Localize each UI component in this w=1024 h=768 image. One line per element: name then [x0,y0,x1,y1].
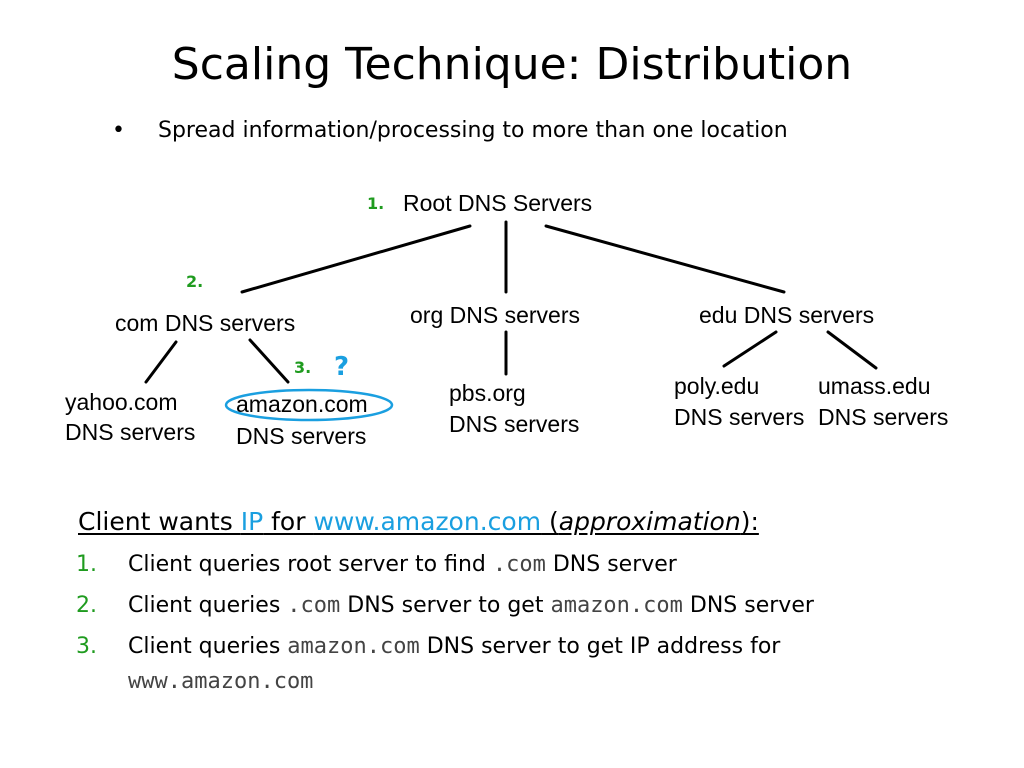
step-code: .com [287,593,341,618]
edge-edu-poly [722,330,778,368]
heading-approximation: approximation [558,507,741,536]
amazon-dns-line1: amazon.com [236,391,368,417]
edge-com-amazon [248,338,290,384]
step-number: 2. [76,593,97,618]
heading-url: www.amazon.com [313,507,542,536]
amazon-highlight-ellipse [224,388,394,422]
edge-root-com [240,224,472,294]
step-number-com: 2. [186,272,204,291]
org-dns-label: org DNS servers [410,302,580,328]
step-item-3-continuation: www.amazon.com [128,667,313,697]
step-code: amazon.com [287,634,420,659]
step-text: DNS server to get IP address for [419,634,781,659]
heading-part1: Client wants [78,507,241,536]
edge-root-edu [544,224,786,294]
heading-part3: ( [541,507,559,536]
client-heading: Client wants IP for www.amazon.com (appr… [78,506,759,538]
heading-ip: IP [240,507,264,536]
step-item-3: 3. Client queries amazon.com DNS server t… [76,632,780,662]
step-text: DNS server to get [340,593,551,618]
step-code: .com [492,552,546,577]
umass-dns-line2: DNS servers [818,404,949,430]
step-code: www.amazon.com [128,669,314,694]
heading-part4: ): [740,507,759,536]
step-text: Client queries root server to find [128,552,493,577]
poly-dns-line1: poly.edu [674,373,760,399]
slide-title: Scaling Technique: Distribution [171,39,853,90]
step-text: DNS server [545,552,677,577]
question-mark: ? [334,352,350,382]
bullet-text: Spread information/processing to more th… [158,118,788,143]
step-text: Client queries [128,634,288,659]
bullet-symbol: • [112,118,125,143]
step-number: 1. [76,552,97,577]
yahoo-dns-line1: yahoo.com [65,389,178,415]
edge-com-yahoo [144,340,178,384]
step-item-1: 1. Client queries root server to find .co… [76,550,677,580]
root-dns-label: Root DNS Servers [403,190,593,216]
edu-dns-label: edu DNS servers [699,302,875,328]
step-code: amazon.com [550,593,683,618]
edge-edu-umass [826,330,878,370]
poly-dns-line2: DNS servers [674,404,805,430]
yahoo-dns-line2: DNS servers [65,419,196,445]
amazon-dns-line2: DNS servers [236,423,367,449]
step-number-amazon: 3. [294,358,312,377]
heading-part2: for [263,507,314,536]
step-item-2: 2.Client queries .com DNS server to get … [76,591,814,621]
step-text: DNS server [682,593,814,618]
step-text: Client queries [128,593,288,618]
step-number: 3. [76,634,97,659]
step-number-root: 1. [367,194,385,213]
umass-dns-line1: umass.edu [818,373,931,399]
com-dns-label: com DNS servers [115,310,296,336]
pbs-dns-line2: DNS servers [449,411,580,437]
pbs-dns-line1: pbs.org [449,380,526,406]
